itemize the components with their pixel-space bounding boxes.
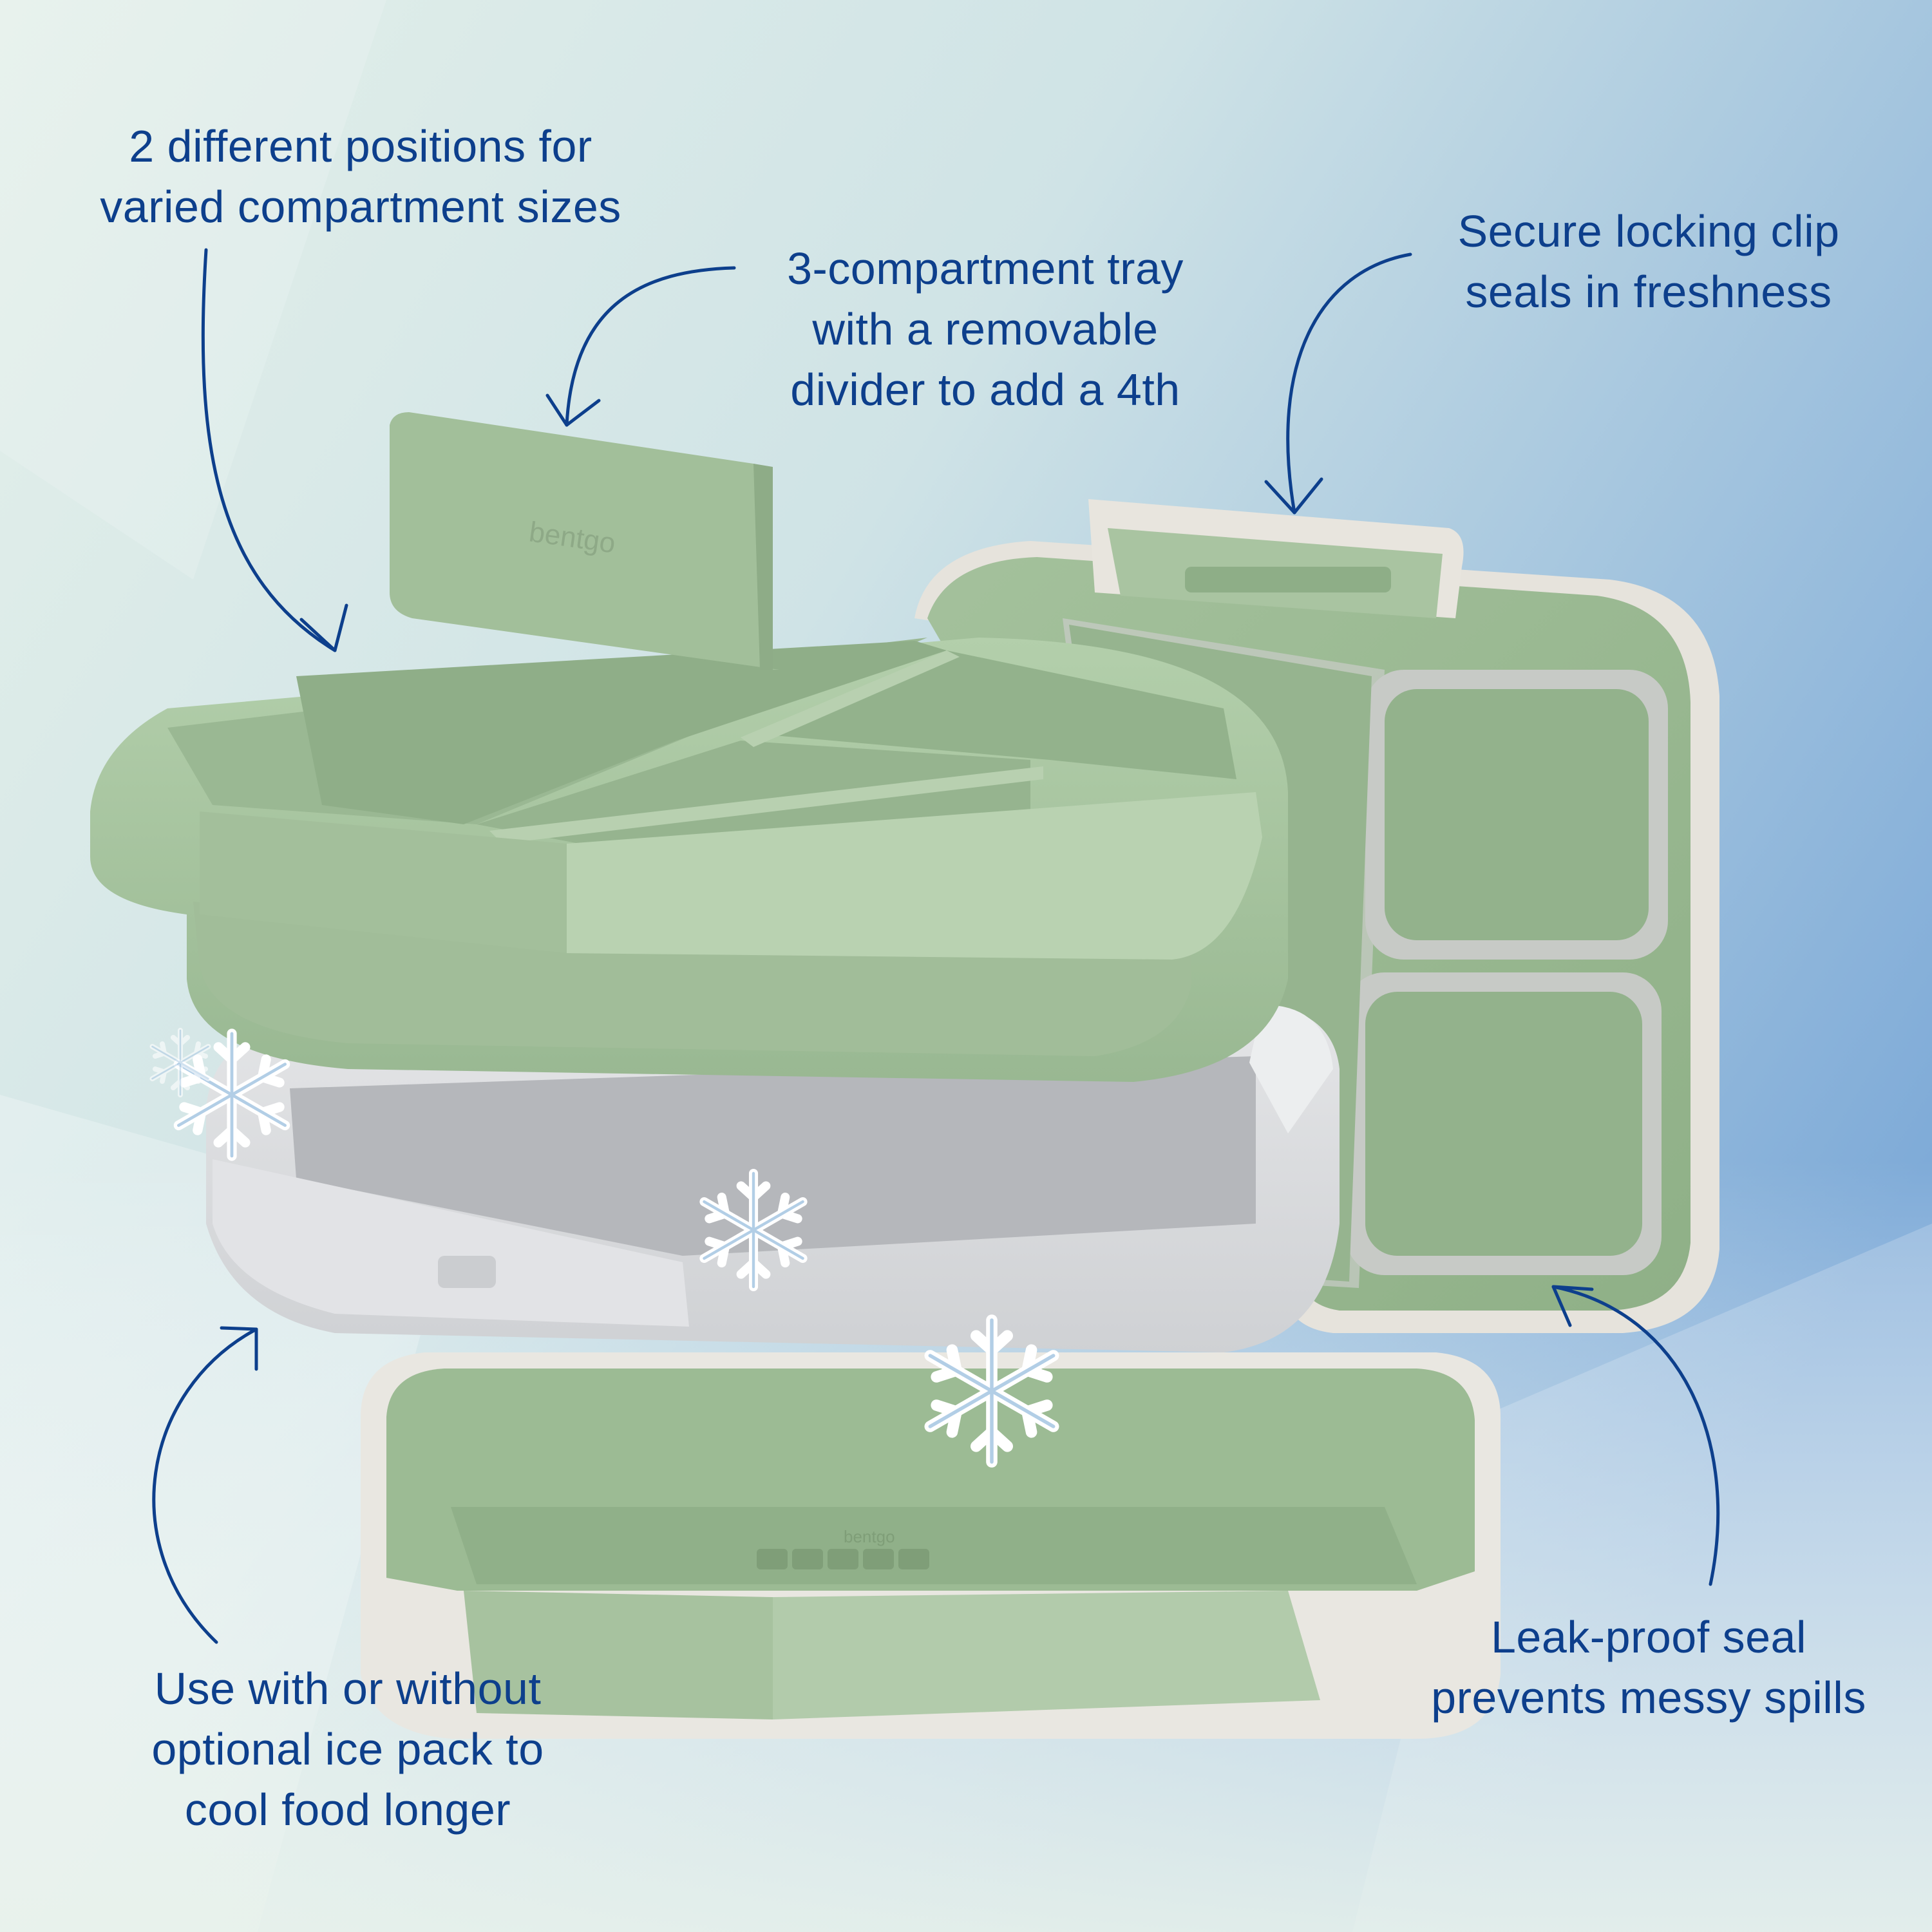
callout-line: optional ice pack to — [151, 1724, 544, 1774]
callout-locking-clip: Secure locking clip seals in freshness — [1404, 201, 1893, 322]
base-brand-mark: bentgo — [844, 1527, 895, 1546]
callout-line: seals in freshness — [1465, 267, 1832, 317]
arrow-positions — [201, 248, 348, 652]
callout-line: Use with or without — [154, 1663, 542, 1714]
callout-leak-proof-seal: Leak-proof seal prevents messy spills — [1391, 1607, 1906, 1728]
callout-line: 3-compartment tray — [787, 243, 1184, 294]
base-logo-badges — [757, 1549, 929, 1569]
callout-line: Secure locking clip — [1457, 206, 1840, 256]
callout-line: 2 different positions for — [129, 121, 592, 171]
ice-pack — [206, 1005, 1340, 1352]
callout-line: cool food longer — [184, 1785, 511, 1835]
arrow-ice — [152, 1326, 258, 1644]
callout-line: prevents messy spills — [1431, 1672, 1866, 1723]
callout-line: Leak-proof seal — [1490, 1612, 1806, 1662]
callout-compartment-positions: 2 different positions for varied compart… — [52, 116, 670, 237]
arrow-clip — [1264, 252, 1412, 515]
callout-line: varied compartment sizes — [100, 182, 621, 232]
base: bentgo — [361, 1352, 1501, 1739]
arrow-seal — [1551, 1285, 1720, 1586]
removable-divider: bentgo — [390, 412, 779, 670]
callout-tray: 3-compartment tray with a removable divi… — [721, 238, 1249, 420]
callout-ice-pack: Use with or without optional ice pack to… — [84, 1658, 612, 1840]
background-facet — [0, 0, 386, 580]
locking-clip — [1088, 499, 1464, 618]
callout-line: divider to add a 4th — [790, 365, 1180, 415]
arrow-tray — [545, 266, 736, 427]
callout-line: with a removable — [812, 304, 1159, 354]
compartment-tray — [90, 638, 1288, 1082]
